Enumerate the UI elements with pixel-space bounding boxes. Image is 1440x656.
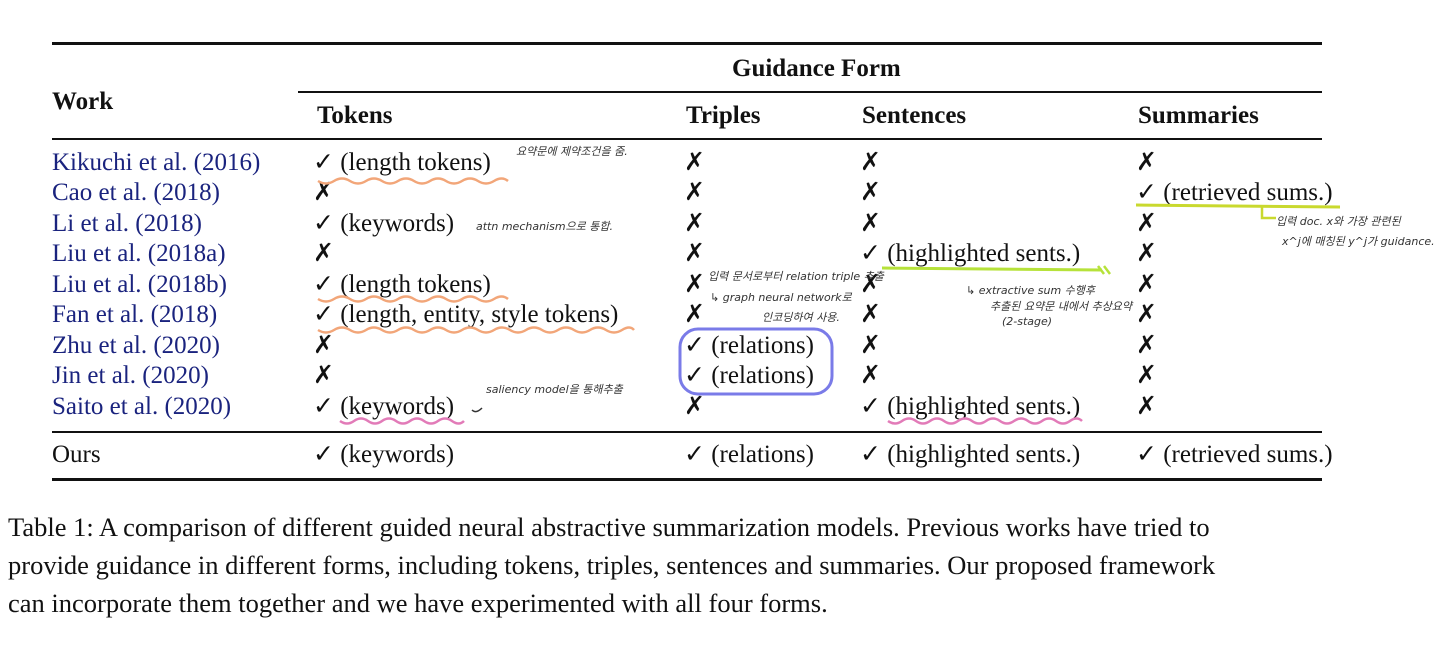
column-header-summaries: Summaries	[1138, 102, 1259, 129]
summaries-cell: ✗	[1136, 210, 1157, 237]
work-cell[interactable]: Jin et al. (2020)	[52, 362, 209, 389]
summaries-cell: ✗	[1136, 362, 1157, 389]
triples-cell: ✗	[684, 240, 705, 267]
sentences-cell: ✗	[860, 210, 881, 237]
tokens-cell: ✗	[313, 179, 334, 206]
column-header-triples: Triples	[686, 102, 761, 129]
guidance-form-header: Guidance Form	[732, 55, 901, 82]
work-cell[interactable]: Li et al. (2018)	[52, 210, 202, 237]
summaries-cell: ✗	[1136, 240, 1157, 267]
summaries-cell: ✗	[1136, 271, 1157, 298]
summaries-cell: ✗	[1136, 393, 1157, 420]
note-saito: saliency model을 통해추출	[486, 383, 623, 396]
work-cell[interactable]: Liu et al. (2018b)	[52, 271, 227, 298]
caption-line: Table 1: A comparison of different guide…	[8, 512, 1210, 542]
summaries-cell: ✗	[1136, 301, 1157, 328]
note-triples-1: 입력 문서로부터 relation triple 추출	[708, 270, 884, 283]
triples-cell: ✓ (relations)	[684, 332, 814, 359]
note-triples-3: 인코딩하여 사용.	[762, 311, 840, 324]
triples-cell: ✗	[684, 301, 705, 328]
tokens-cell: ✗	[313, 362, 334, 389]
work-cell[interactable]: Zhu et al. (2020)	[52, 332, 221, 359]
note-sents-3: (2-stage)	[1002, 315, 1053, 328]
sentences-cell: ✗	[860, 179, 881, 206]
sentences-cell: ✓ (highlighted sents.)	[860, 240, 1081, 267]
triples-cell: ✗	[684, 271, 705, 298]
summaries-cell: ✗	[1136, 149, 1157, 176]
ours-sentences-cell: ✓ (highlighted sents.)	[860, 441, 1081, 468]
summaries-cell: ✗	[1136, 332, 1157, 359]
note-sums-1: 입력 doc. x와 가장 관련된	[1276, 215, 1401, 228]
sentences-cell: ✗	[860, 301, 881, 328]
note-li: attn mechanism으로 통합.	[476, 220, 614, 233]
caption-line: provide guidance in different forms, inc…	[8, 550, 1216, 580]
tokens-cell: ✓ (length tokens)	[313, 271, 491, 298]
triples-cell: ✓ (relations)	[684, 362, 814, 389]
work-cell[interactable]: Liu et al. (2018a)	[52, 240, 226, 267]
header-bottom-rule	[52, 138, 1322, 140]
triples-cell: ✗	[684, 210, 705, 237]
sentences-cell: ✗	[860, 271, 881, 298]
orange-underline-kikuchi	[317, 177, 509, 185]
group-header-rule	[298, 91, 1322, 93]
work-cell[interactable]: Kikuchi et al. (2016)	[52, 149, 261, 176]
work-cell[interactable]: Cao et al. (2018)	[52, 179, 221, 206]
column-header-tokens: Tokens	[317, 102, 393, 129]
sentences-cell: ✗	[860, 149, 881, 176]
work-header: Work	[52, 88, 114, 115]
work-cell[interactable]: Fan et al. (2018)	[52, 301, 218, 328]
summaries-cell: ✓ (retrieved sums.)	[1136, 179, 1333, 206]
note-triples-2: ↳ graph neural network로	[710, 291, 852, 304]
sentences-cell: ✗	[860, 332, 881, 359]
sentences-cell: ✓ (highlighted sents.)	[860, 393, 1081, 420]
work-cell[interactable]: Saito et al. (2020)	[52, 393, 232, 420]
note-sents-1: ↳ extractive sum 수행후	[966, 284, 1096, 297]
ours-tokens-cell: ✓ (keywords)	[313, 441, 455, 468]
note-sums-2: x^j에 매칭된 y^j가 guidance.	[1282, 235, 1435, 248]
table-bottom-rule	[52, 478, 1322, 481]
tokens-cell: ✓ (length, entity, style tokens)	[313, 301, 619, 328]
note-sents-2: 추출된 요약문 내에서 추상요약	[990, 300, 1133, 313]
triples-cell: ✗	[684, 393, 705, 420]
sentences-cell: ✗	[860, 362, 881, 389]
caption-line: can incorporate them together and we hav…	[8, 588, 828, 618]
tokens-cell: ✗	[313, 332, 334, 359]
ours-work-cell: Ours	[52, 441, 101, 468]
ours-triples-cell: ✓ (relations)	[684, 441, 814, 468]
tokens-cell: ✓ (keywords)	[313, 210, 455, 237]
ours-separator-rule	[52, 431, 1322, 433]
table-caption: Table 1: A comparison of different guide…	[8, 508, 1428, 622]
note-kikuchi: 요약문에 제약조건을 줌.	[516, 145, 628, 158]
tokens-cell: ✓ (keywords)	[313, 393, 455, 420]
triples-cell: ✗	[684, 149, 705, 176]
ours-summaries-cell: ✓ (retrieved sums.)	[1136, 441, 1333, 468]
table-top-rule	[52, 42, 1322, 45]
triples-cell: ✗	[684, 179, 705, 206]
column-header-sentences: Sentences	[862, 102, 967, 129]
tokens-cell: ✗	[313, 240, 334, 267]
tokens-cell: ✓ (length tokens)	[313, 149, 491, 176]
